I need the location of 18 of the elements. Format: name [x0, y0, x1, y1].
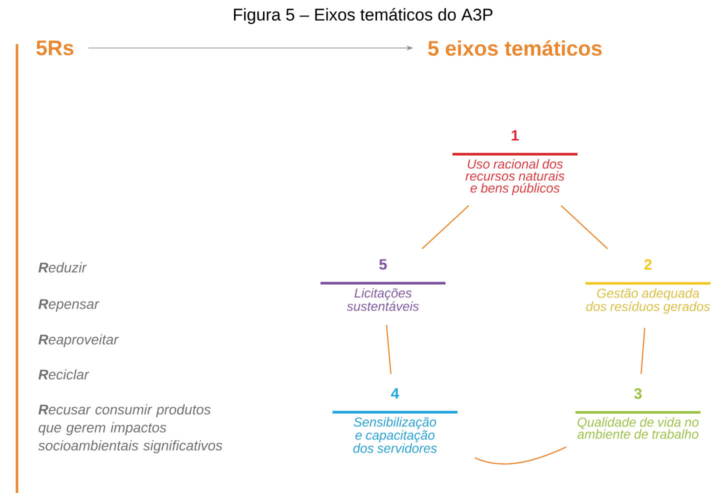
theme-block: 1 Uso racional dos recursos naturais e bens públicos: [452, 130, 578, 196]
figure-title: Figura 5 – Eixos temáticos do A3P: [234, 8, 492, 24]
connector: [422, 205, 470, 250]
list-item: Recusar consumir produtos que gerem impactos socioambientais significativos: [38, 404, 222, 454]
theme-block: 2 Gestão adequada dos resíduos gerados: [586, 259, 710, 314]
list-item: Reciclar: [38, 369, 90, 380]
connector: [560, 205, 608, 250]
heading: 5 eixos temáticos: [428, 40, 602, 56]
theme-block: 5 Licitações sustentáveis: [320, 259, 446, 311]
theme-block: 4 Sensibilização e capacitação dos servidores: [332, 388, 458, 453]
heading: 5Rs: [36, 40, 74, 56]
connector: [386, 325, 392, 374]
connector: [474, 446, 567, 465]
list-item: Repensar: [38, 299, 100, 312]
connector: [640, 328, 646, 374]
list-item: Reaproveitar: [38, 334, 119, 348]
theme-block: 3 Qualidade de vida no ambiente de trabalho: [576, 388, 700, 439]
list-item: Reduzir: [38, 262, 87, 272]
